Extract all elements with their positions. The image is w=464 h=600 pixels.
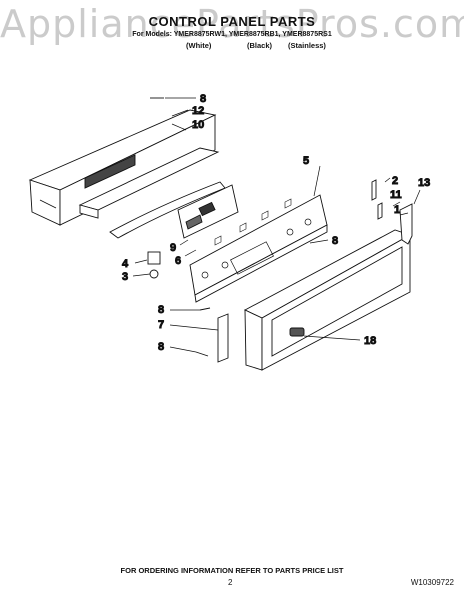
page-number: 2 — [228, 578, 233, 587]
callout-5: 5 — [303, 155, 309, 167]
callout-11: 11 — [390, 189, 402, 201]
callout-8a: 8 — [200, 93, 206, 105]
front-glass-frame — [243, 229, 412, 371]
ordering-note: FOR ORDERING INFORMATION REFER TO PARTS … — [120, 566, 344, 575]
page-title: CONTROL PANEL PARTS — [148, 14, 316, 29]
callout-12: 12 — [192, 105, 204, 117]
knob-assembly — [147, 251, 161, 279]
callout-6: 6 — [175, 255, 181, 267]
callout-8c: 8 — [158, 304, 164, 316]
callout-10: 10 — [192, 119, 204, 131]
variant-black: (Black) — [247, 41, 273, 50]
callout-7: 7 — [158, 319, 164, 331]
callout-18: 18 — [364, 335, 376, 347]
callout-8b: 8 — [332, 235, 338, 247]
document-number: W10309722 — [410, 578, 454, 587]
console-panel — [189, 194, 328, 303]
trim-strip — [78, 147, 220, 219]
control-board — [177, 184, 239, 239]
callout-labels: 8 12 10 5 2 13 11 1 9 6 8 4 3 8 7 18 8 — [122, 93, 431, 354]
callout-8d: 8 — [158, 341, 164, 353]
lower-bracket — [150, 97, 229, 363]
callout-4: 4 — [122, 258, 129, 270]
callout-3: 3 — [122, 271, 128, 283]
leader-lines — [132, 97, 421, 353]
callout-1: 1 — [394, 204, 400, 216]
callout-9: 9 — [170, 242, 176, 254]
watermark: AppliancePartsPros.com — [0, 2, 464, 46]
variant-white: (White) — [186, 41, 212, 50]
callout-13: 13 — [418, 177, 430, 189]
model-list: For Models: YMER8875RW1, YMER8875RB1, YM… — [132, 31, 332, 38]
callout-2: 2 — [392, 175, 398, 187]
variant-stainless: (Stainless) — [288, 41, 326, 50]
